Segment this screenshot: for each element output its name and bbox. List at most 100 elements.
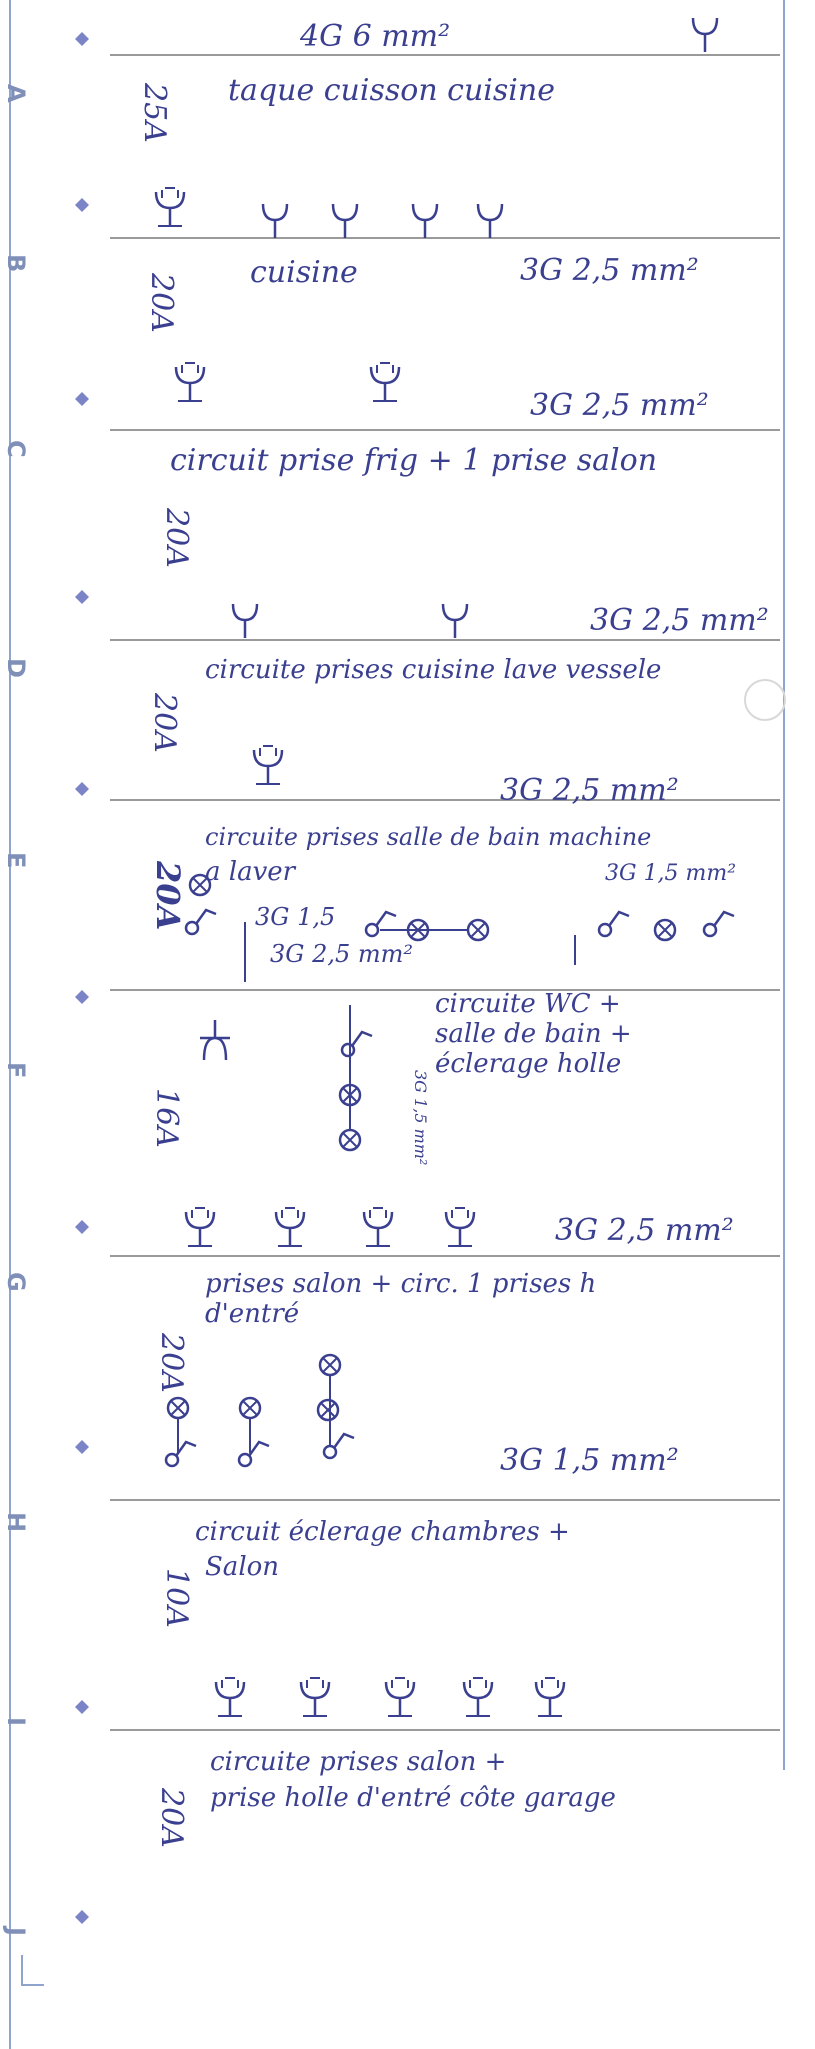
marker-b-icon	[75, 198, 89, 212]
circuit-i-desc-1: circuite prises salon +	[210, 1747, 506, 1777]
circuit-h-rating: 10A	[159, 1568, 194, 1628]
marker-d-icon	[75, 590, 89, 604]
margin-letter-d: D	[2, 658, 30, 678]
diamond-markers	[75, 32, 89, 1924]
circuit-d-hole	[744, 679, 786, 721]
circuit-i-socket-2-icon	[299, 1676, 331, 1718]
h-lamp-4-icon	[316, 1398, 340, 1422]
marker-i-icon	[75, 1700, 89, 1714]
f-right-cable: 3G 1,5 mm²	[605, 861, 736, 886]
h-switch-3-icon	[322, 1432, 356, 1460]
f-switch-icon	[340, 1030, 374, 1058]
e-switch-4-icon	[702, 910, 736, 938]
circuit-i-socket-4-icon	[462, 1676, 494, 1718]
circuit-e-desc-2: a laver	[205, 857, 297, 887]
margin-letter-g: G	[2, 1272, 30, 1292]
circuit-i-socket-5-icon	[534, 1676, 566, 1718]
circuit-i-rating: 20A	[154, 1787, 189, 1848]
f-vertical-cable: 3G 1,5 mm²	[411, 1070, 430, 1165]
circuit-g-socket-1-icon	[184, 1206, 216, 1248]
circuit-b: cuisine 3G 2,5 mm² 20A	[144, 186, 699, 333]
margin-letter-b: B	[2, 254, 30, 272]
circuit-e-rating: 20A	[149, 860, 187, 930]
circuit-d-rating: 20A	[147, 692, 182, 753]
f-mid-cable: 3G 2,5 mm²	[270, 940, 413, 968]
circuit-f-desc-1: circuite WC +	[435, 989, 621, 1019]
circuit-d-socket-1-icon	[231, 602, 259, 640]
circuit-i-socket-1-icon	[214, 1676, 246, 1718]
margin-letter-e: E	[2, 852, 30, 868]
h-switch-1-icon	[164, 1440, 198, 1468]
circuit-g-socket-2-icon	[274, 1206, 306, 1248]
marker-h-icon	[75, 1440, 89, 1454]
marker-e-icon	[75, 782, 89, 796]
h-wires	[177, 1375, 331, 1453]
marker-j-icon	[75, 1910, 89, 1924]
circuit-h-cable: 3G 1,5 mm²	[500, 1443, 679, 1478]
circuit-b-socket-2-icon	[331, 202, 359, 240]
lighting-sketch-e-f: 3G 1,5 3G 2,5 mm² 3G 1,5 mm²	[184, 861, 736, 982]
marker-f-icon	[75, 990, 89, 1004]
circuit-d: 3G 2,5 mm² circuite prises cuisine lave …	[147, 602, 786, 753]
circuit-c-cable: 3G 2,5 mm²	[530, 388, 709, 423]
j-bracket	[21, 1955, 44, 1986]
margin-letter-j: J	[2, 1925, 30, 1936]
f-lamp-2-icon	[338, 1128, 362, 1152]
circuit-e: 3G 2,5 mm² circuite prises salle de bain…	[149, 744, 679, 930]
circuit-d-cable: 3G 2,5 mm²	[590, 603, 769, 638]
circuit-c-desc: circuit prise frig + 1 prise salon	[170, 443, 657, 478]
circuit-c-rating: 20A	[159, 507, 194, 568]
circuit-b-socket-3-icon	[411, 202, 439, 240]
circuit-g: 3G 2,5 mm² prises salon + circ. 1 prises…	[154, 1206, 734, 1393]
circuit-b-desc: cuisine	[250, 255, 358, 290]
circuit-rules	[110, 54, 780, 1731]
marker-a-icon	[75, 32, 89, 46]
circuit-i-socket-3-icon	[384, 1676, 416, 1718]
circuit-e-cable: 3G 2,5 mm²	[500, 773, 679, 808]
margin-letter-h: H	[2, 1512, 30, 1532]
circuit-b-rating: 20A	[144, 272, 179, 333]
margin-letter-a: A	[2, 84, 30, 103]
circuit-a-socket-icon	[691, 16, 719, 54]
e-switch-3-icon	[597, 910, 631, 938]
circuit-e-socket-icon	[252, 744, 284, 786]
circuit-b-socket-4-icon	[476, 202, 504, 240]
circuit-a-desc: taque cuisson cuisine	[228, 73, 555, 108]
circuit-g-socket-4-icon	[444, 1206, 476, 1248]
circuit-f-rating: 16A	[149, 1088, 184, 1148]
circuit-c-socket-2-icon	[369, 361, 401, 403]
e-lamp-3-icon	[466, 918, 490, 942]
marker-c-icon	[75, 392, 89, 406]
circuit-g-cable: 3G 2,5 mm²	[555, 1213, 734, 1248]
circuit-h: 3G 1,5 mm² circuit éclerage chambres + S…	[159, 1443, 679, 1628]
h-switch-2-icon	[237, 1440, 271, 1468]
f-left-cable: 3G 1,5	[255, 903, 335, 931]
circuit-c-socket-1-icon	[174, 361, 206, 403]
lighting-sketch-g-h	[164, 1353, 356, 1468]
circuit-e-desc-1: circuite prises salle de bain machine	[205, 823, 651, 851]
h-lamp-3-icon	[318, 1353, 342, 1377]
circuit-f-desc-3: éclerage holle	[435, 1049, 621, 1079]
circuit-f-desc-2: salle de bain +	[435, 1019, 632, 1049]
circuit-g-desc-1: prises salon + circ. 1 prises h	[205, 1269, 596, 1299]
circuit-f-wc-symbol-icon	[200, 1020, 230, 1061]
circuit-d-desc: circuite prises cuisine lave vessele	[205, 655, 661, 685]
e-switch-2-icon	[364, 910, 398, 938]
circuit-b-cable: 3G 2,5 mm²	[520, 253, 699, 288]
circuit-a: 4G 6 mm² 25A taque cuisson cuisine	[137, 16, 719, 143]
circuit-b-socket-main-icon	[154, 186, 186, 228]
margin-letter-f: F	[2, 1062, 30, 1078]
marker-g-icon	[75, 1220, 89, 1234]
e-lamp-4-icon	[653, 918, 677, 942]
circuit-i-desc-2: prise holle d'entré côte garage	[210, 1783, 616, 1813]
e-switch-1-icon	[184, 908, 218, 936]
circuit-f: 3G 1,5 mm² circuite WC + salle de bain +…	[149, 989, 632, 1165]
h-lamp-1-icon	[166, 1396, 190, 1420]
circuit-h-desc-2: Salon	[205, 1552, 279, 1582]
circuit-c: 3G 2,5 mm² circuit prise frig + 1 prise …	[159, 361, 709, 568]
circuit-a-cable: 4G 6 mm²	[299, 19, 450, 54]
circuit-h-desc-1: circuit éclerage chambres +	[195, 1517, 570, 1547]
circuit-i: circuite prises salon + prise holle d'en…	[154, 1676, 616, 1848]
margin-letter-c: C	[2, 440, 30, 458]
